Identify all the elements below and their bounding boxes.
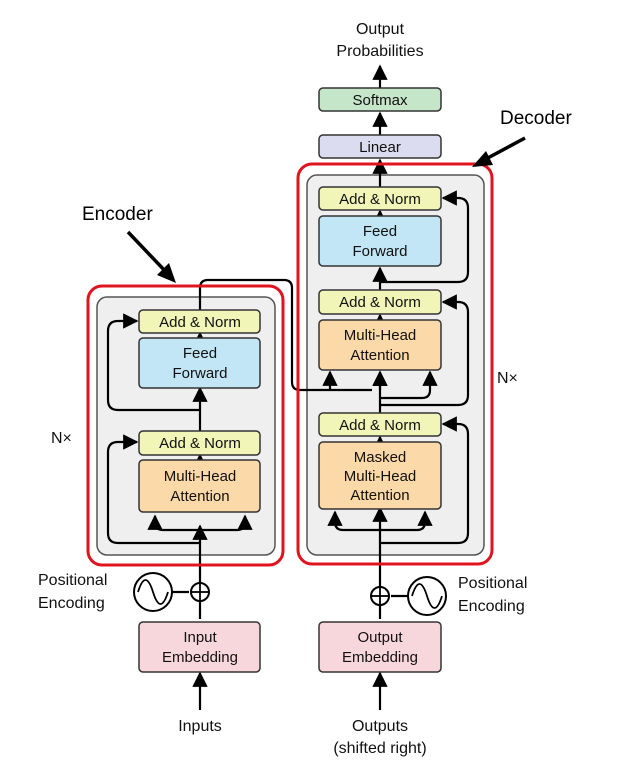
output-label-1: Output: [356, 21, 405, 38]
encoder-add-norm-top-label: Add & Norm: [159, 314, 241, 331]
decoder-callout: Decoder: [500, 108, 572, 129]
softmax-label: Softmax: [352, 92, 408, 109]
encoder-attention-label-2: Attention: [170, 488, 229, 505]
encoder-callout: Encoder: [82, 204, 153, 225]
decoder-embedding: [318, 621, 442, 673]
encoder-sine-wave-icon: [133, 572, 173, 612]
encoder-callout-arrow: [126, 230, 176, 283]
encoder-feed-forward-label-2: Forward: [172, 365, 227, 382]
decoder-attention-label-1: Multi-Head: [344, 327, 417, 344]
softmax-block: [318, 87, 442, 112]
decoder-feed-forward: [318, 215, 442, 267]
decoder-feed-forward-label-2: Forward: [352, 243, 407, 260]
encoder-positional-label-2: Encoding: [38, 595, 105, 612]
encoder-attention: [138, 459, 261, 513]
encoder-positional-add: [190, 582, 210, 602]
encoder-embedding: [138, 621, 261, 673]
decoder-highlight: [296, 162, 494, 566]
linear-label: Linear: [359, 139, 401, 156]
decoder-wires: [327, 64, 470, 619]
outputs-label-2: (shifted right): [333, 740, 426, 757]
decoder-callout-arrow: [472, 136, 526, 167]
decoder-embedding-label-2: Embedding: [342, 649, 418, 666]
encoder-add-norm-top: [138, 309, 261, 334]
decoder-feed-forward-label-1: Feed: [363, 223, 397, 240]
encoder-repeat-label: N×: [51, 430, 72, 447]
encoder-feed-forward-label-1: Feed: [183, 345, 217, 362]
encoder-feed-forward: [138, 337, 261, 389]
linear-block: [318, 134, 442, 159]
decoder-masked-attention: [318, 441, 442, 510]
decoder-add-norm-bottom-label: Add & Norm: [339, 417, 421, 434]
decoder-add-norm-mid: [318, 289, 442, 315]
outputs-label-1: Outputs: [352, 718, 408, 735]
decoder-attention-label-2: Attention: [350, 347, 409, 364]
decoder-add-norm-mid-label: Add & Norm: [339, 294, 421, 311]
encoder-stack: [96, 296, 276, 556]
encoder-embedding-label-1: Input: [183, 629, 217, 646]
decoder-repeat-label: N×: [497, 370, 518, 387]
decoder-positional-label-2: Encoding: [458, 598, 525, 615]
decoder-attention: [318, 319, 442, 371]
decoder-masked-attention-label-2: Multi-Head: [344, 468, 417, 485]
decoder-positional-label-1: Positional: [458, 575, 527, 592]
encoder-attention-label-1: Multi-Head: [164, 468, 237, 485]
decoder-masked-attention-label-3: Attention: [350, 487, 409, 504]
decoder-embedding-label-1: Output: [357, 629, 403, 646]
encoder-add-norm-bottom: [138, 430, 261, 456]
encoder-highlight: [86, 284, 285, 567]
decoder-add-norm-top: [318, 186, 442, 211]
encoder-add-norm-bottom-label: Add & Norm: [159, 435, 241, 452]
encoder-embedding-label-2: Embedding: [162, 649, 238, 666]
output-label-2: Probabilities: [336, 43, 423, 60]
encoder-input-wires: [172, 590, 408, 710]
decoder-add-norm-top-label: Add & Norm: [339, 191, 421, 208]
decoder-sine-wave-icon: [407, 576, 447, 616]
decoder-add-norm-bottom: [318, 412, 442, 437]
decoder-positional-add: [370, 586, 390, 606]
decoder-masked-attention-label-1: Masked: [354, 449, 407, 466]
inputs-label: Inputs: [178, 718, 222, 735]
encoder-positional-label-1: Positional: [38, 572, 107, 589]
